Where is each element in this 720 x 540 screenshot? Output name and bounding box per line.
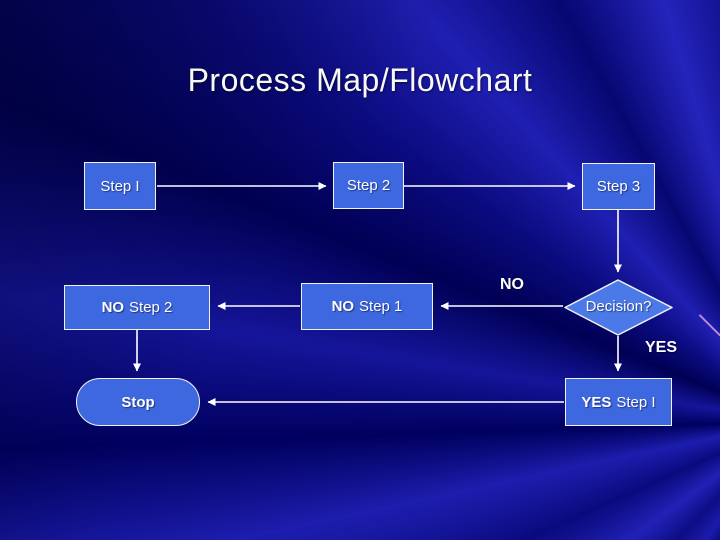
node-no-step-1-label: Step 1 [359, 298, 403, 315]
node-yes-step-i-prefix: YES [581, 393, 612, 411]
node-no-step-2-label: Step 2 [129, 299, 173, 316]
node-step-2: Step 2 [333, 162, 404, 209]
node-decision-label: Decision? [585, 298, 652, 315]
decision-diamond-shape [564, 279, 673, 336]
slide-title: Process Map/Flowchart [187, 62, 533, 98]
node-step-3-label: Step 3 [596, 178, 641, 195]
node-yes-step-i-label: Step I [616, 393, 656, 411]
node-no-step-1-prefix: NO [331, 298, 355, 315]
node-step-i-label: Step I [100, 177, 140, 195]
node-stop-label: Stop [121, 393, 155, 411]
edge-label-yes: YES [644, 339, 677, 356]
node-no-step-2-prefix: NO [101, 299, 125, 316]
node-step-2-label: Step 2 [346, 177, 391, 194]
node-step-i: Step I [84, 162, 156, 210]
edge-label-no: NO [500, 276, 524, 293]
node-step-3: Step 3 [582, 163, 655, 210]
node-stop: Stop [76, 378, 200, 426]
